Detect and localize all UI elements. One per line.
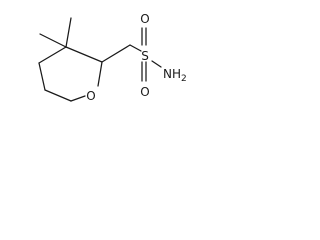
atom-oxygen-bottom: O — [140, 85, 149, 99]
structure-diagram: O S O O NH2 — [38, 12, 187, 103]
bond-ch2-s — [129, 44, 142, 52]
bond-ring-c4-c5 — [44, 89, 72, 102]
bond-s-n — [151, 60, 162, 68]
bond-methyl-left — [39, 33, 67, 48]
atom-oxygen-top: O — [140, 12, 149, 26]
bond-ring-c5-o — [70, 95, 86, 102]
amine-subscript: 2 — [181, 74, 187, 84]
bonds — [38, 17, 162, 102]
atom-oxygen-ring: O — [86, 89, 95, 103]
bond-methyl-up — [65, 17, 72, 48]
atom-sulfur: S — [141, 49, 149, 63]
bond-c1-ch2 — [101, 44, 131, 63]
atom-amine: NH2 — [163, 67, 187, 84]
bond-ring-c1-c2 — [65, 46, 103, 63]
bond-ring-o-c1 — [97, 61, 103, 87]
atom-labels: O S O O NH2 — [86, 12, 186, 103]
amine-symbol: NH — [163, 67, 181, 81]
bond-ring-c3-c2 — [38, 46, 67, 64]
bond-ring-c3-c4 — [38, 62, 46, 91]
